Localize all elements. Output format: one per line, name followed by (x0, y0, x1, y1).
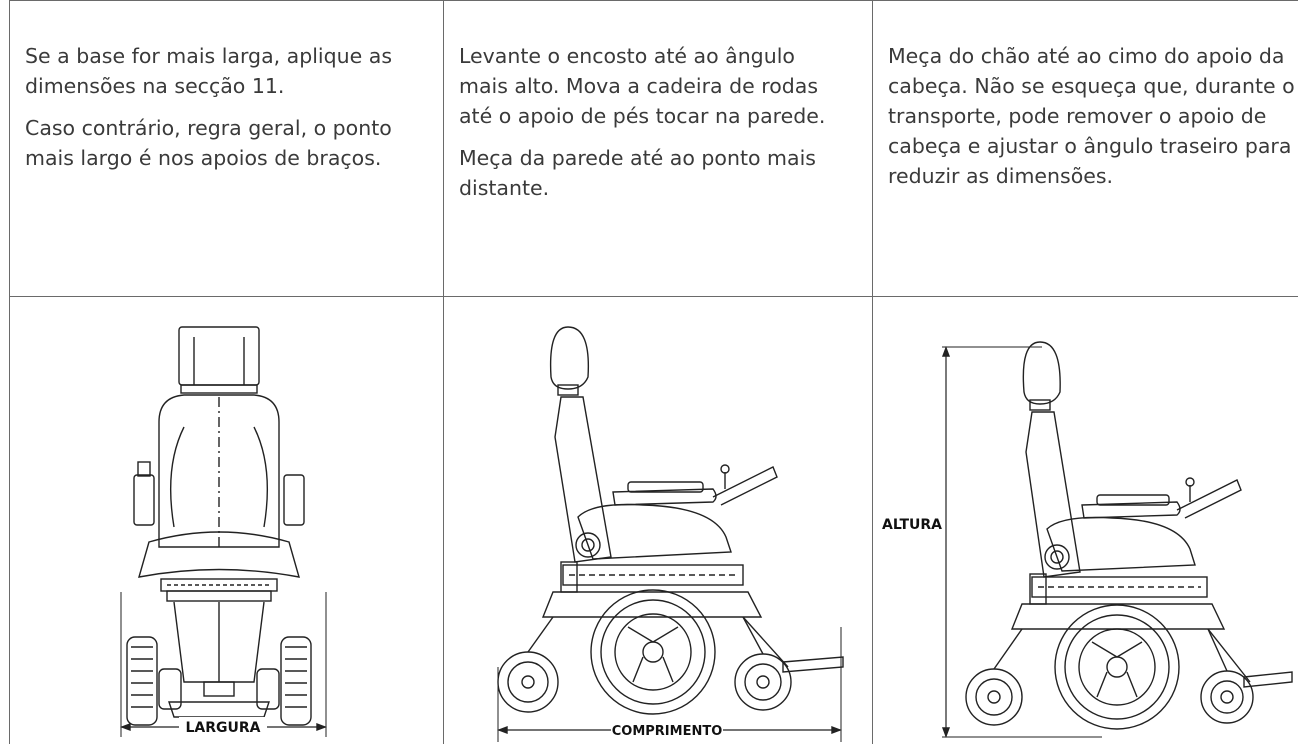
wheelchair-front-view-figure: LARGURA (9, 297, 443, 744)
wheelchair-side-drawing-height: ALTURA (882, 341, 1293, 738)
table-border-left (9, 0, 10, 744)
width-paragraph-1: Se a base for mais larga, aplique as dim… (25, 44, 393, 98)
length-instructions: Levante o encosto até ao ângulo mais alt… (459, 41, 839, 215)
column-divider (443, 0, 444, 744)
height-instructions: Meça do chão até ao cimo do apoio da cab… (888, 41, 1298, 203)
width-paragraph-2: Caso contrário, regra geral, o ponto mai… (25, 116, 392, 170)
length-paragraph-2: Meça da parede até ao ponto mais distant… (459, 146, 816, 200)
table-border-top (9, 0, 1298, 1)
height-paragraph-1: Meça do chão até ao cimo do apoio da cab… (888, 44, 1295, 188)
column-divider (872, 0, 873, 744)
length-dimension-label: COMPRIMENTO (612, 724, 723, 739)
wheelchair-side-view-height-figure: ALTURA (872, 297, 1298, 744)
row-divider (9, 296, 1298, 297)
wheelchair-side-view-length-figure: COMPRIMENTO (443, 297, 872, 744)
width-dimension-label: LARGURA (185, 720, 260, 736)
wheelchair-side-drawing-length: COMPRIMENTO (497, 326, 844, 742)
width-instructions: Se a base for mais larga, aplique as dim… (25, 41, 425, 185)
height-dimension-label: ALTURA (882, 517, 942, 533)
wheelchair-front-drawing: LARGURA (120, 326, 327, 737)
length-paragraph-1: Levante o encosto até ao ângulo mais alt… (459, 44, 826, 128)
instruction-table: Se a base for mais larga, aplique as dim… (9, 0, 1298, 744)
